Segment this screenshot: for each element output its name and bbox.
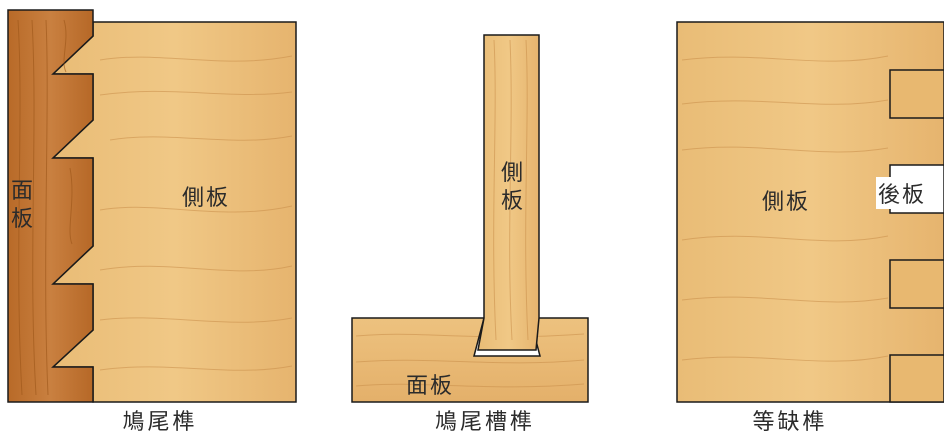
face-board-1-grain [17,19,73,396]
side-board-label-2: 側板 [500,161,523,214]
side-board-2 [477,34,540,351]
side-board-1-grain [99,55,293,371]
face-board-1 [7,9,94,403]
side-board-3 [676,21,944,403]
side-board-3-grain [681,55,889,362]
face-board-label-2: 面板 [406,374,455,399]
back-board-label-3: 後板 [876,177,929,209]
caption-sliding-dovetail: 鳩尾槽榫 [434,410,535,435]
panel-sliding-dovetail [351,34,589,403]
caption-dovetail: 鳩尾榫 [122,410,198,435]
face-board-label-1: 面板 [10,179,33,232]
side-board-label-3: 側板 [762,190,811,215]
back-board-notch-1 [889,69,944,119]
face-board-2 [351,317,589,403]
panel-equal-notch [676,21,944,403]
side-board-2-grain [493,39,529,341]
caption-equal-notch: 等缺榫 [752,410,828,435]
back-board-notch-4 [889,354,944,403]
side-board-label-1: 側板 [182,186,231,211]
back-board-notch-3 [889,259,944,309]
face-board-2-grain [355,333,585,388]
panel-dovetail [7,9,297,403]
